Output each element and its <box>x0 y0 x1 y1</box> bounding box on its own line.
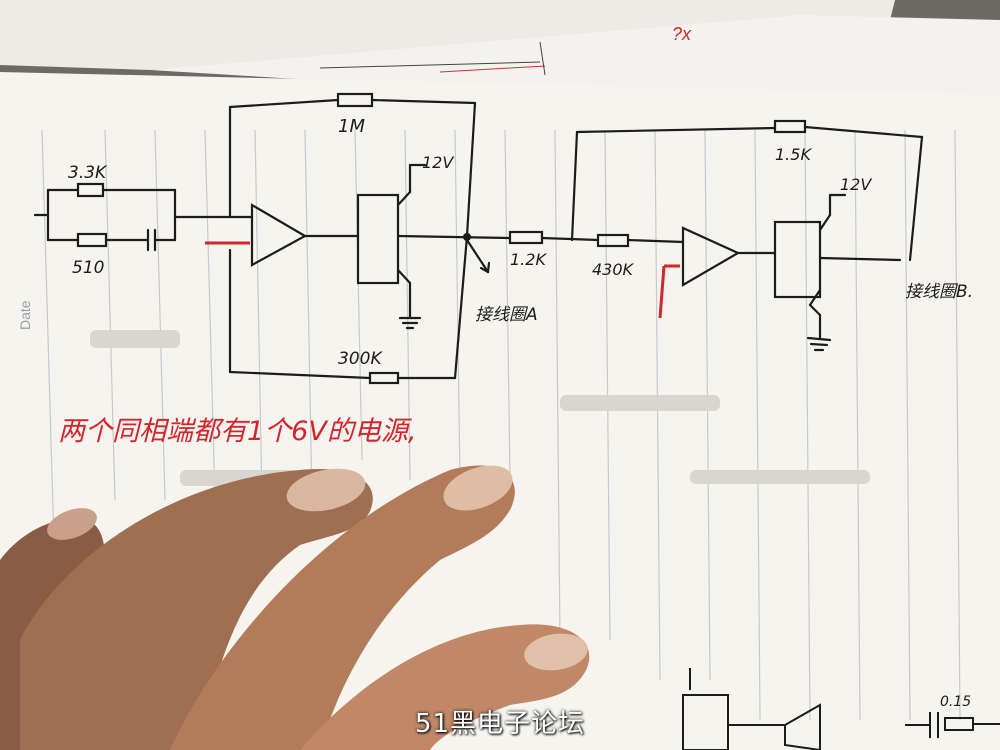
circuit-2 <box>508 119 924 352</box>
date-label: Date <box>17 300 33 330</box>
circuit-1 <box>33 92 512 385</box>
back-paper-line <box>319 61 541 69</box>
r-series-label: 1.2K <box>510 250 547 269</box>
back-paper-top <box>0 0 895 70</box>
r-feedback-top-label: 1M <box>338 116 365 137</box>
hand <box>0 465 590 750</box>
r-bottom-label: 510 <box>72 258 104 278</box>
supply-label-2: 12V <box>840 175 872 194</box>
ruled-lines <box>41 129 961 750</box>
output-label-b: 接线圈B. <box>905 282 973 302</box>
back-paper-red-mark: ?x <box>672 24 692 44</box>
back-paper-line-2 <box>539 41 546 76</box>
bottom-circuit <box>682 668 1000 750</box>
r-feedback-bottom-label: 300K <box>338 349 383 369</box>
r-input-label: 430K <box>592 260 635 279</box>
junction-dot <box>463 233 471 241</box>
back-paper-right <box>150 15 1000 100</box>
red-note: 两个同相端都有1个6V的电源, <box>58 416 416 447</box>
supply-label-1: 12V <box>422 153 454 172</box>
watermark: 51黑电子论坛 <box>414 709 586 739</box>
r-top-label: 3.3K <box>68 163 108 183</box>
output-label-a: 接线圈A <box>475 305 538 325</box>
r-feedback-label-2: 1.5K <box>775 145 812 164</box>
back-paper-red-line <box>439 65 546 73</box>
red-noninverting-mark-2b <box>658 265 666 319</box>
bottom-circuit-label: 0.15 <box>940 694 971 710</box>
